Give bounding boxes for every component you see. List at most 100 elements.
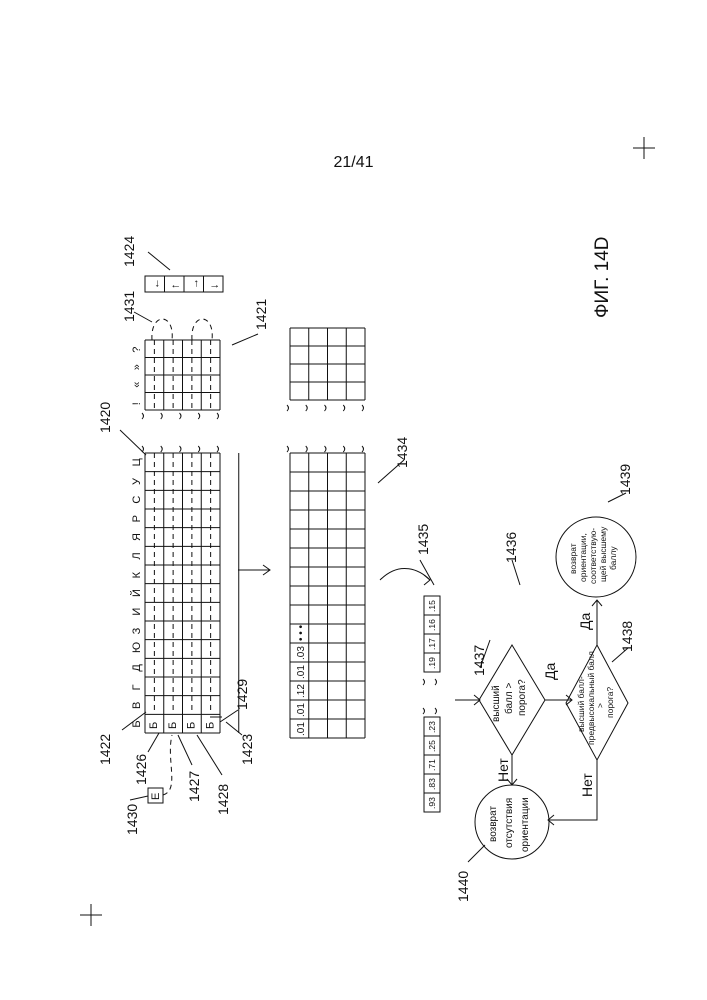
punct-glyph: !: [131, 402, 143, 405]
ref-1438: 1438: [619, 621, 635, 652]
orientation-arrow: →: [189, 278, 201, 289]
alphabet-letter: Р: [131, 515, 143, 522]
row-glyph: Б: [186, 722, 198, 729]
orientation-arrow: ↑: [169, 284, 181, 290]
break-mark: [435, 708, 437, 714]
grid-1421: !«»?: [131, 340, 220, 419]
alphabet-letter: К: [131, 571, 143, 578]
svg-text:порога?: порога?: [605, 687, 615, 718]
link-1430: [163, 735, 172, 795]
alphabet-letter: С: [131, 496, 143, 504]
ref-1426: 1426: [133, 754, 149, 785]
svg-text:баллу: баллу: [608, 546, 618, 570]
decision-1437-text: высший балл > порога?: [491, 679, 528, 722]
curved-arrow: [380, 568, 430, 580]
ref-1422: 1422: [97, 734, 113, 765]
break-mark: [343, 446, 345, 452]
score-value: .15: [427, 600, 437, 612]
no-label-1: Нет: [495, 758, 511, 782]
dashed-loop-1: [152, 319, 172, 340]
alphabet-letter: Д: [131, 664, 143, 672]
ref-1431: 1431: [121, 291, 137, 322]
grid-1434-right: [287, 328, 365, 411]
alphabet-letter: Ц: [131, 458, 143, 466]
orientation-arrow: ↓: [208, 284, 220, 290]
break-mark: [306, 405, 308, 411]
alphabet-letter: И: [131, 608, 143, 616]
alphabet-letter: В: [131, 702, 143, 709]
ref-1440: 1440: [455, 871, 471, 902]
ref-1424: 1424: [121, 236, 137, 267]
break-mark: [142, 413, 144, 419]
orientation-arrows-1424: ← ↑ → ↓: [145, 276, 223, 292]
grid-1434: .01.01.12.01.03• • •: [287, 446, 365, 738]
alphabet-letter: Й: [130, 589, 143, 597]
ref-1435: 1435: [415, 524, 431, 555]
ref-1434: 1434: [394, 437, 410, 468]
break-mark: [180, 446, 182, 452]
svg-text:щей высшему: щей высшему: [598, 526, 608, 582]
svg-text:возврат: возврат: [568, 543, 578, 574]
score-value: .16: [427, 619, 437, 631]
break-mark: [435, 679, 437, 685]
svg-text:высший: высший: [491, 685, 502, 722]
punct-glyph: «: [131, 382, 143, 388]
glyph-1430: Е: [150, 793, 162, 800]
row-glyph: Б: [204, 722, 216, 729]
break-mark: [343, 405, 345, 411]
registration-mark-top: [633, 137, 655, 159]
ref-1439: 1439: [617, 464, 633, 495]
break-mark: [362, 405, 364, 411]
svg-text:возврат: возврат: [488, 806, 499, 842]
break-mark: [306, 446, 308, 452]
break-mark: [325, 446, 327, 452]
svg-text:ориентации,: ориентации,: [578, 533, 588, 582]
orientation-arrow: ←: [150, 278, 162, 289]
svg-text:отсутствия: отсутствия: [504, 798, 515, 848]
score-value: .17: [427, 638, 437, 650]
break-mark: [161, 413, 163, 419]
score-cell: • • •: [296, 624, 307, 641]
ref-1428: 1428: [215, 784, 231, 815]
ref-1430: 1430: [124, 804, 140, 835]
break-mark: [362, 446, 364, 452]
score-cell: .12: [296, 684, 307, 698]
alphabet-letter: Г: [131, 684, 143, 690]
break-mark: [423, 708, 425, 714]
dashed-loop-2: [192, 319, 212, 340]
svg-text:>: >: [595, 703, 605, 708]
break-mark: [198, 413, 200, 419]
score-value: .19: [427, 657, 437, 669]
row-glyph: Б: [148, 722, 160, 729]
break-mark: [198, 446, 200, 452]
ref-1436: 1436: [503, 532, 519, 563]
svg-text:балл >: балл >: [503, 682, 515, 714]
grid-1420: БВГДЮЗИЙКЛЯРСУЦББББ: [130, 446, 239, 733]
break-mark: [287, 405, 289, 411]
ref-1427: 1427: [186, 771, 202, 802]
alphabet-letter: Л: [131, 552, 143, 559]
svg-text:высший балл-: высший балл-: [576, 676, 586, 732]
svg-text:соответствую-: соответствую-: [588, 528, 598, 584]
ref-1429: 1429: [234, 679, 250, 710]
alphabet-letter: З: [131, 627, 143, 634]
row-glyph: Б: [167, 722, 179, 729]
break-mark: [287, 446, 289, 452]
yes-label-1: Да: [542, 663, 558, 680]
break-mark: [217, 446, 219, 452]
svg-text:порога?: порога?: [517, 679, 528, 716]
ref-1423: 1423: [239, 734, 255, 765]
decision-1438-text: высший балл- предвысокальный балл > поро…: [576, 651, 615, 745]
break-mark: [325, 405, 327, 411]
break-mark: [180, 413, 182, 419]
break-mark: [217, 413, 219, 419]
ref-1420: 1420: [97, 402, 113, 433]
punct-glyph: »: [131, 364, 143, 370]
score-value: .25: [427, 740, 437, 752]
score-cell: .03: [296, 646, 307, 660]
score-cell: .01: [296, 722, 307, 736]
alphabet-letter: Я: [131, 533, 143, 541]
scores-strip-1435: .93.83.71.25.23.19.17.16.15: [423, 596, 440, 812]
registration-mark-bottom: [80, 904, 102, 926]
